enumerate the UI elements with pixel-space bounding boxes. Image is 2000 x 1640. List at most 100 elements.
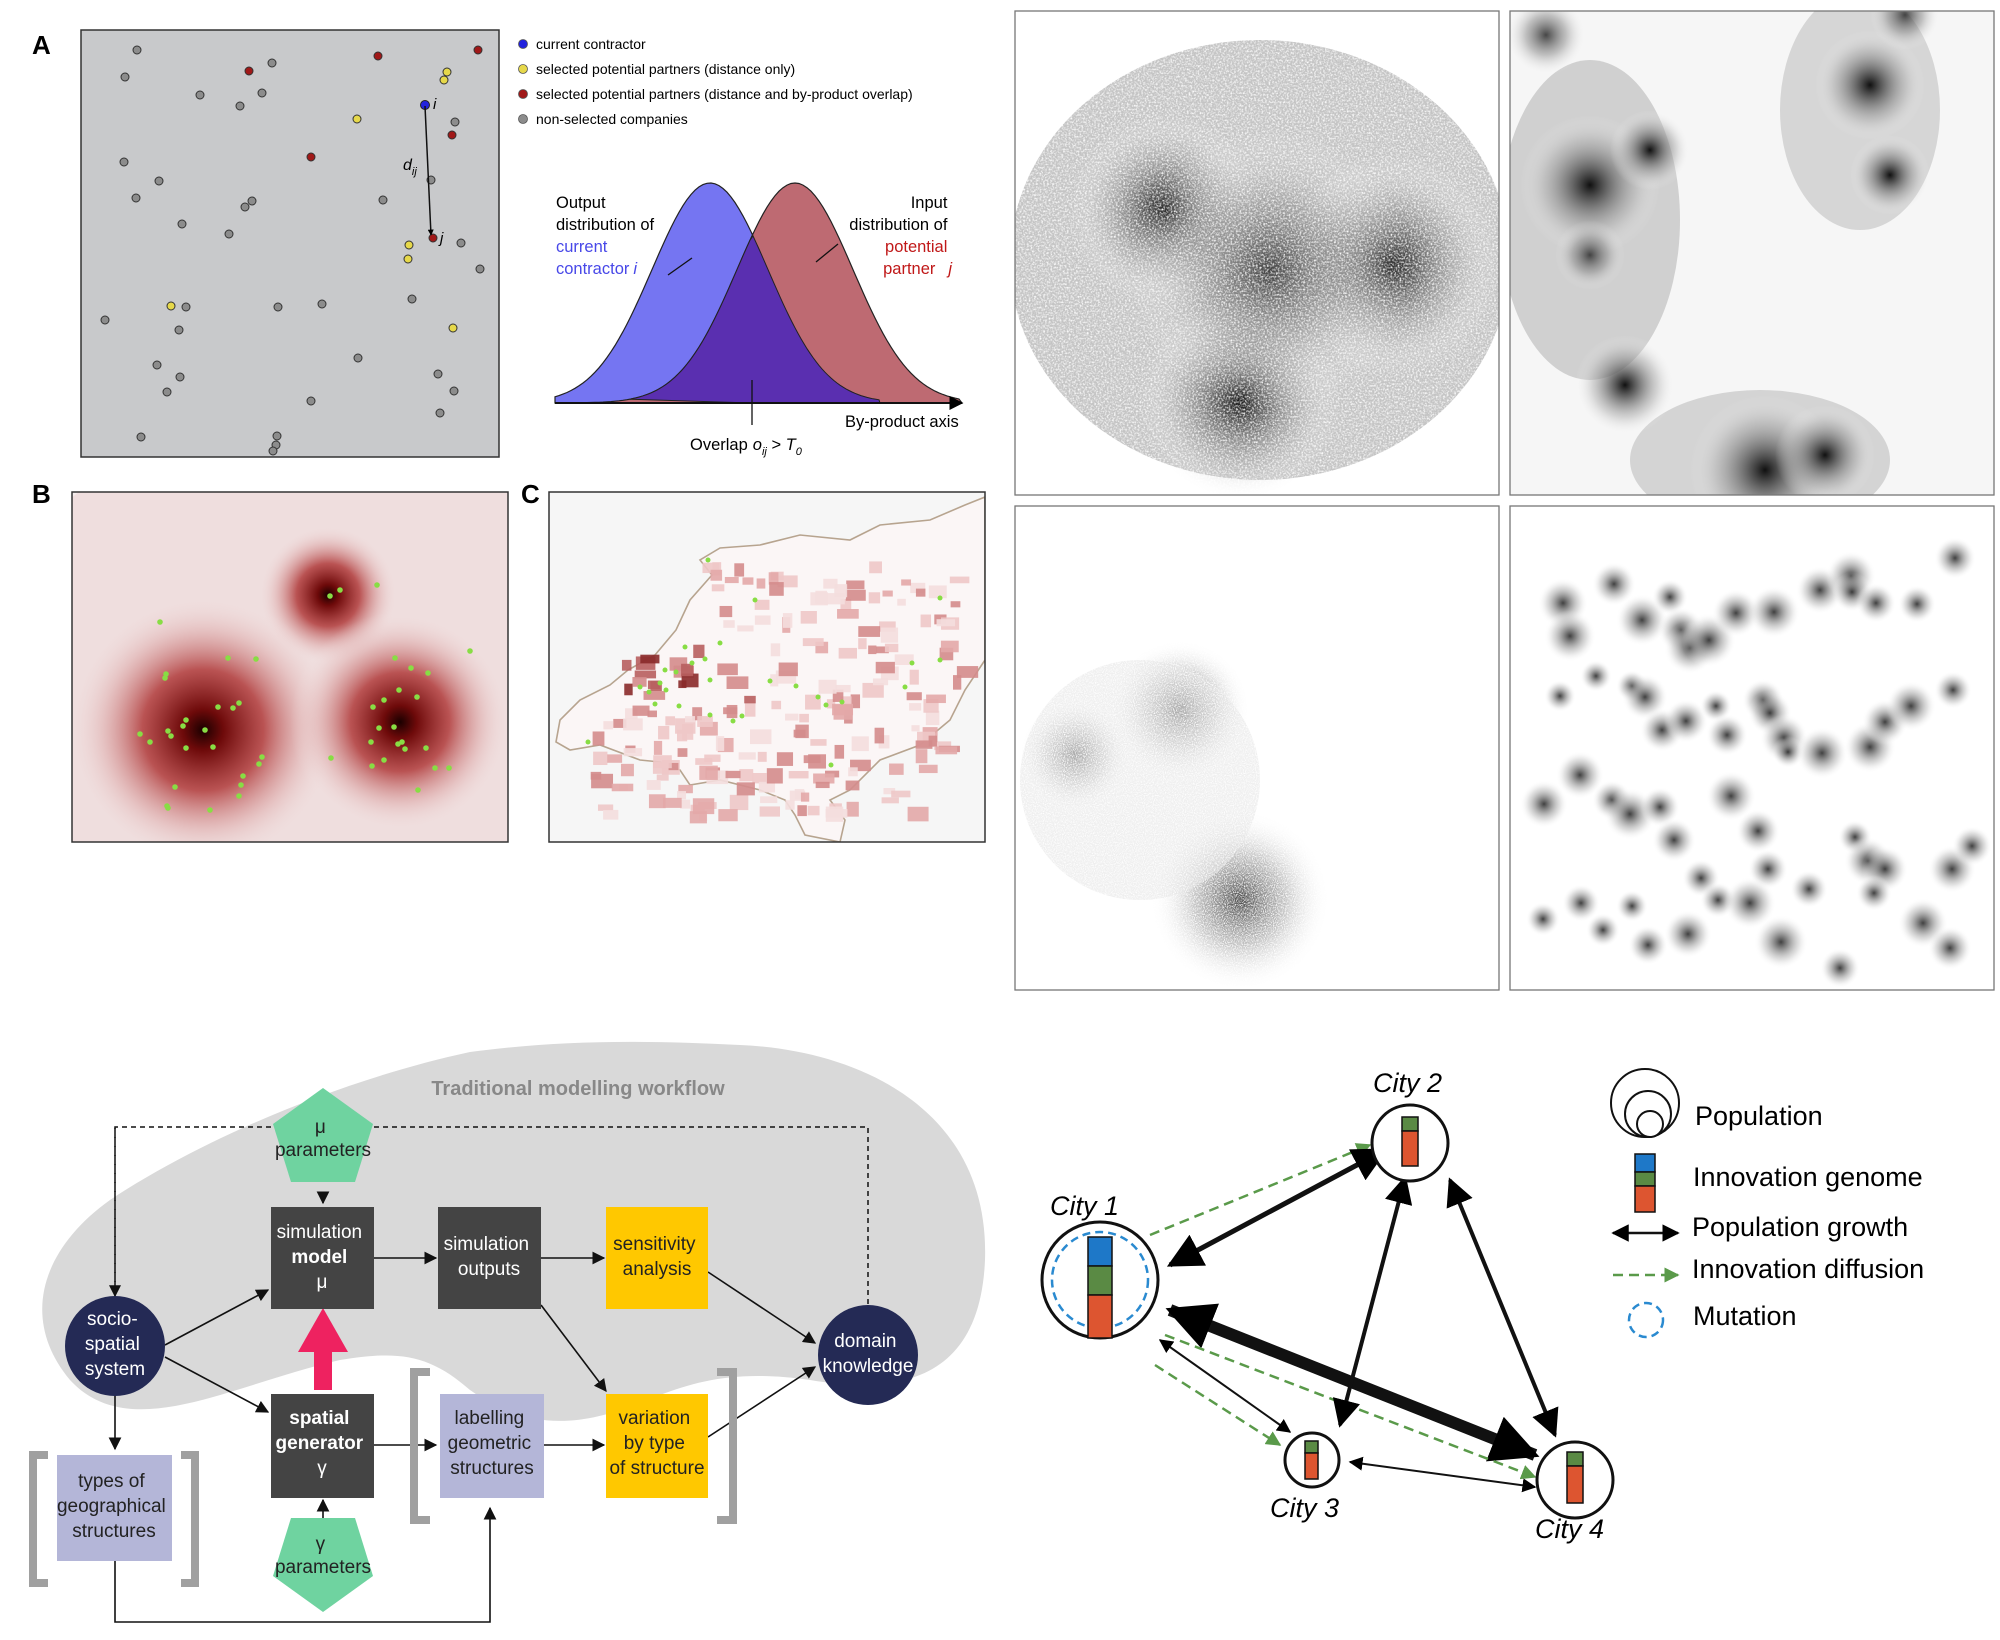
company-point — [446, 765, 452, 771]
partner-dot-overlap — [447, 130, 457, 140]
cluster-blob — [1712, 589, 1760, 637]
company-point — [259, 754, 265, 760]
density-cell — [813, 773, 835, 784]
legend-innovation-diffusion: Innovation diffusion — [1692, 1254, 1924, 1284]
density-cell — [768, 572, 779, 585]
partner-dot-distance — [439, 75, 449, 85]
network-legend: Population Innovation genome Population … — [1610, 1068, 1924, 1339]
partner-dot-distance — [404, 240, 414, 250]
mu-parameters-label: μ parameters — [275, 1117, 371, 1161]
company-dot — [272, 431, 282, 441]
density-cell — [680, 799, 691, 809]
company-point — [652, 701, 658, 707]
company-point — [689, 660, 695, 666]
company-point — [165, 728, 171, 734]
cluster-blob — [1664, 910, 1712, 958]
cluster-blob — [1724, 877, 1776, 929]
density-cell — [726, 676, 749, 689]
distance-label: dij — [403, 157, 417, 178]
density-b-layers — [72, 492, 508, 842]
company-point — [839, 699, 845, 705]
spatial-generator-box — [271, 1394, 374, 1498]
density-cell — [704, 754, 721, 762]
company-point — [646, 689, 652, 695]
density-cell — [894, 654, 914, 665]
density-cell — [785, 713, 799, 721]
company-dot — [240, 202, 250, 212]
workflow-region-title: Traditional modelling workflow — [431, 1078, 725, 1100]
density-cell — [647, 710, 657, 718]
cluster-blob — [1934, 537, 1976, 579]
density-cell — [742, 577, 754, 585]
density-cell — [625, 708, 638, 720]
density-cell — [725, 770, 741, 779]
socio-spatial-system-label: socio- spatial system — [85, 1309, 145, 1380]
company-point — [705, 557, 711, 563]
company-point — [937, 595, 943, 601]
cluster-blob — [1664, 699, 1708, 743]
company-point — [392, 655, 398, 661]
density-cell — [647, 680, 661, 689]
company-dot — [257, 88, 267, 98]
company-point — [172, 784, 178, 790]
density-cell — [653, 740, 663, 755]
company-dot — [449, 386, 459, 396]
cluster-blob — [1580, 660, 1612, 692]
company-point — [236, 700, 242, 706]
company-dot — [435, 408, 445, 418]
company-dot — [475, 264, 485, 274]
density-cell — [936, 619, 956, 627]
company-point — [328, 755, 334, 761]
company-point — [215, 704, 221, 710]
density-cell — [744, 695, 756, 704]
density-cell — [953, 675, 962, 690]
density-cell — [643, 691, 666, 700]
density-cell — [739, 769, 754, 782]
input-pointer — [815, 243, 839, 263]
company-point — [823, 702, 829, 708]
company-point — [673, 669, 679, 675]
density-cell — [815, 590, 827, 604]
density-cell — [723, 620, 735, 628]
cluster-blob — [1820, 948, 1860, 988]
panel-b: B — [32, 479, 509, 843]
density-cell — [862, 682, 884, 698]
distance-arrow — [424, 105, 434, 236]
generated-map-2 — [1510, 11, 1994, 495]
density-cell — [737, 625, 754, 632]
company-point — [368, 739, 374, 745]
density-cell — [750, 729, 772, 745]
density-cell — [940, 640, 959, 653]
density-cell — [897, 598, 906, 606]
company-point — [937, 657, 943, 663]
company-point — [256, 761, 262, 767]
density-cell — [624, 683, 633, 696]
company-point — [414, 694, 420, 700]
legend-dot-0 — [518, 39, 528, 49]
density-cell — [851, 736, 869, 752]
company-dot — [353, 353, 363, 363]
cluster-blob — [1772, 736, 1804, 768]
cluster-blob — [1520, 780, 1568, 828]
legend-population-growth: Population growth — [1692, 1212, 1908, 1242]
overlap-region — [629, 234, 881, 404]
company-point — [210, 744, 216, 750]
innovation-genome-icon — [1634, 1153, 1656, 1213]
density-cell — [693, 644, 705, 659]
density-cell — [815, 641, 829, 654]
company-point — [202, 727, 208, 733]
density-cell — [754, 599, 770, 610]
density-cell — [689, 811, 707, 824]
company-point — [381, 757, 387, 763]
density-cell — [760, 796, 778, 804]
company-point — [702, 656, 708, 662]
cluster-blob — [1652, 579, 1688, 615]
company-point — [183, 745, 189, 751]
company-point — [168, 733, 174, 739]
density-cell — [889, 763, 904, 775]
feedback-dashed-line — [114, 1126, 869, 1310]
partner-dot-distance — [448, 323, 458, 333]
company-dot — [132, 45, 142, 55]
density-cell — [785, 800, 795, 810]
